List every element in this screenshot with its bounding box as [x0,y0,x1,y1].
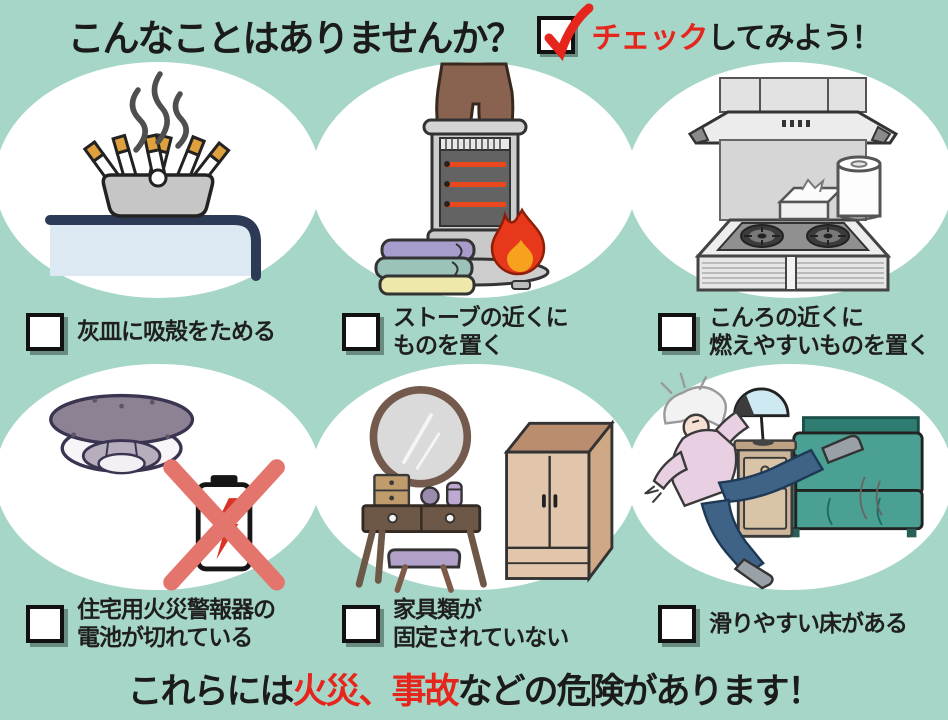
page-title: こんなことはありませんか？ [67,17,524,60]
caption-alarm: 住宅用火災警報器の 電池が切れている [0,590,316,656]
header-subtitle: チェックしてみよう！ [591,13,881,57]
checkbox-with-red-check-icon [537,3,594,61]
item-stove: ストーブの近くに ものを置く [311,62,637,364]
checkbox-floor[interactable] [658,605,696,643]
smoke-wisps [129,71,189,153]
item-alarm: 住宅用火災警報器の 電池が切れている [0,364,321,656]
caption-floor: 滑りやすい床がある [632,590,948,656]
label-floor: 滑りやすい床がある [709,610,908,637]
footer-part1: これらには [127,671,294,712]
checkbox-stove[interactable] [342,313,380,351]
oval-panel [0,62,321,298]
checklist-row-1: 灰皿に吸殻をためる [0,62,948,364]
checkbox-furniture[interactable] [342,605,380,643]
burner-left [740,224,784,248]
wardrobe [503,419,615,583]
subtitle-red-word: チェック [591,21,708,56]
red-x-icon [163,459,285,591]
label-konro: こんろの近くに 燃えやすいものを置く [709,304,930,359]
smoking-ashtray-illustration [45,71,261,281]
ashtray [101,168,215,218]
footer-warning: これらには火災、事故などの危険があります！ [0,656,948,720]
oval-panel [627,364,948,590]
caption-furniture: 家具類が 固定されていない [316,590,632,656]
label-stove: ストーブの近くに ものを置く [393,304,569,359]
item-konro: こんろの近くに 燃えやすいものを置く [627,62,948,364]
checklist-row-2: 住宅用火災警報器の 電池が切れている [0,364,948,656]
header: こんなことはありませんか？ チェックしてみよう！ [0,0,948,62]
folded-clothes [374,238,476,296]
oval-panel [0,364,321,591]
subtitle-black-word: してみよう！ [707,21,881,56]
caption-stove: ストーブの近くに ものを置く [316,298,632,364]
smoke-detector [49,393,195,475]
electric-heater-illustration [374,62,550,296]
table-lamp [733,387,790,446]
item-furniture: 家具類が 固定されていない [311,364,637,656]
falling-person [644,372,883,590]
footer-red-words: 火災、事故 [292,671,459,712]
red-check-icon [544,3,594,61]
counter [694,218,892,292]
checkbox-konro[interactable] [658,313,696,351]
checkbox-alarm[interactable] [26,605,64,643]
range-hood [687,77,899,145]
item-floor: 滑りやすい床がある [627,364,948,656]
dressing-table [355,386,487,593]
checkbox-ashtray[interactable] [26,313,64,351]
caption-konro: こんろの近くに 燃えやすいものを置く [632,298,948,364]
oval-panel [311,62,637,298]
oval-panel [627,62,948,298]
smoke-detector-illustration [49,393,285,591]
tissue-box [776,178,846,221]
table [45,215,261,281]
label-furniture: 家具類が 固定されていない [393,596,569,651]
oval-panel [311,364,637,593]
label-alarm: 住宅用火災警報器の 電池が切れている [77,596,276,651]
person-slipping-illustration [644,372,924,590]
label-ashtray: 灰皿に吸殻をためる [77,318,276,345]
flame-icon [490,207,546,276]
item-ashtray: 灰皿に吸殻をためる [0,62,321,364]
furniture-illustration [355,386,615,593]
caption-ashtray: 灰皿に吸殻をためる [0,298,316,364]
gas-stove-illustration [687,77,899,292]
paper-towel-roll [836,155,882,221]
footer-part3: などの危険があります！ [457,671,823,712]
burner-right [806,224,850,248]
